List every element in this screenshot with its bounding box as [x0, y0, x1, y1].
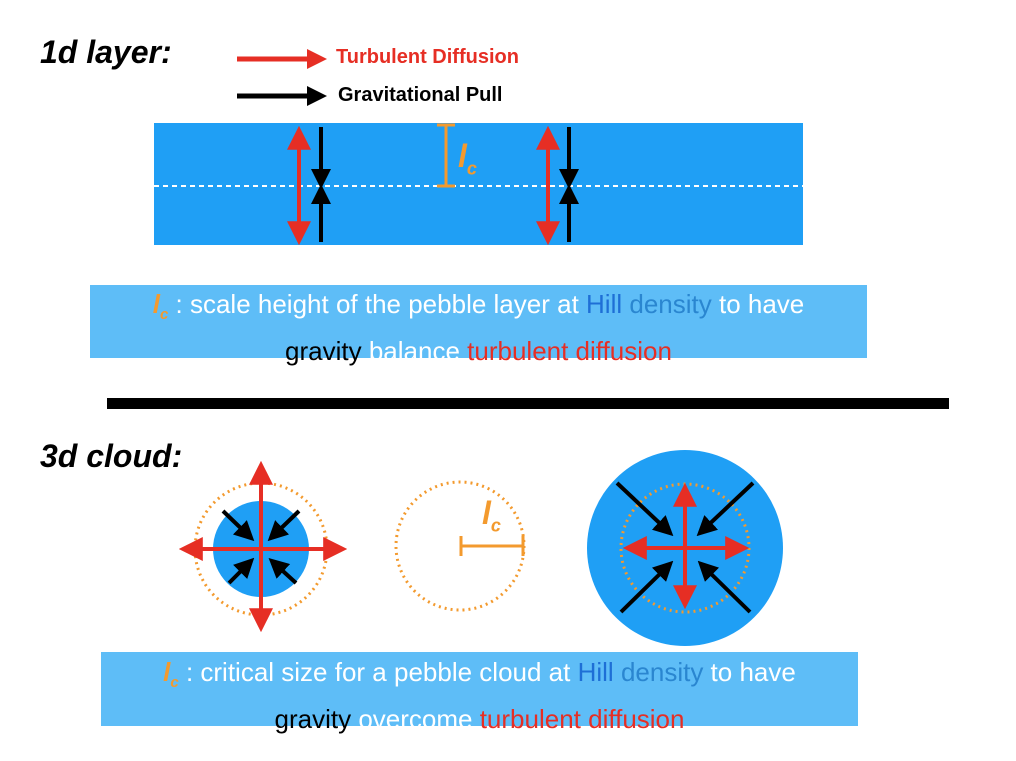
layer-scale-height-bar: [437, 123, 455, 188]
lc-symbol: l: [458, 138, 467, 174]
cloud-heading: 3d cloud:: [40, 438, 183, 474]
lc-subscript: c: [490, 515, 501, 536]
cloud-caption-box: lc : critical size for a pebble cloud at…: [101, 652, 858, 734]
lc-subscript: c: [466, 158, 477, 179]
legend-diffusion-label: Turbulent Diffusion: [336, 46, 519, 68]
cloud-critical-size-reference: [394, 480, 526, 612]
cloud-large-gravity-dominant: [587, 450, 783, 646]
layer-caption-box: lc : scale height of the pebble layer at…: [90, 285, 867, 366]
cloud-small-diffusion-dominant: [178, 460, 348, 633]
layer-lc-label: lc: [458, 138, 477, 179]
legend-diffusion-arrow-icon: [237, 49, 327, 69]
cloud-caption-line-2: gravity overcome turbulent diffusion: [274, 704, 685, 735]
layer-heading: 1d layer:: [40, 34, 172, 70]
layer-caption-line-1: lc : scale height of the pebble layer at…: [152, 289, 805, 324]
caption-lc-symbol: lc: [152, 289, 169, 324]
legend-gravity-label: Gravitational Pull: [338, 84, 503, 106]
cloud-lc-label: lc: [482, 495, 501, 536]
caption-lc-symbol: lc: [163, 657, 179, 692]
legend-gravity-arrow-icon: [237, 86, 327, 106]
cloud-caption-line-1: lc : critical size for a pebble cloud at…: [163, 657, 796, 692]
layer-caption-line-2: gravity balance turbulent diffusion: [285, 336, 672, 367]
pebble-layer-band: [154, 123, 803, 245]
lc-symbol: l: [482, 495, 491, 531]
section-divider: [107, 398, 949, 409]
